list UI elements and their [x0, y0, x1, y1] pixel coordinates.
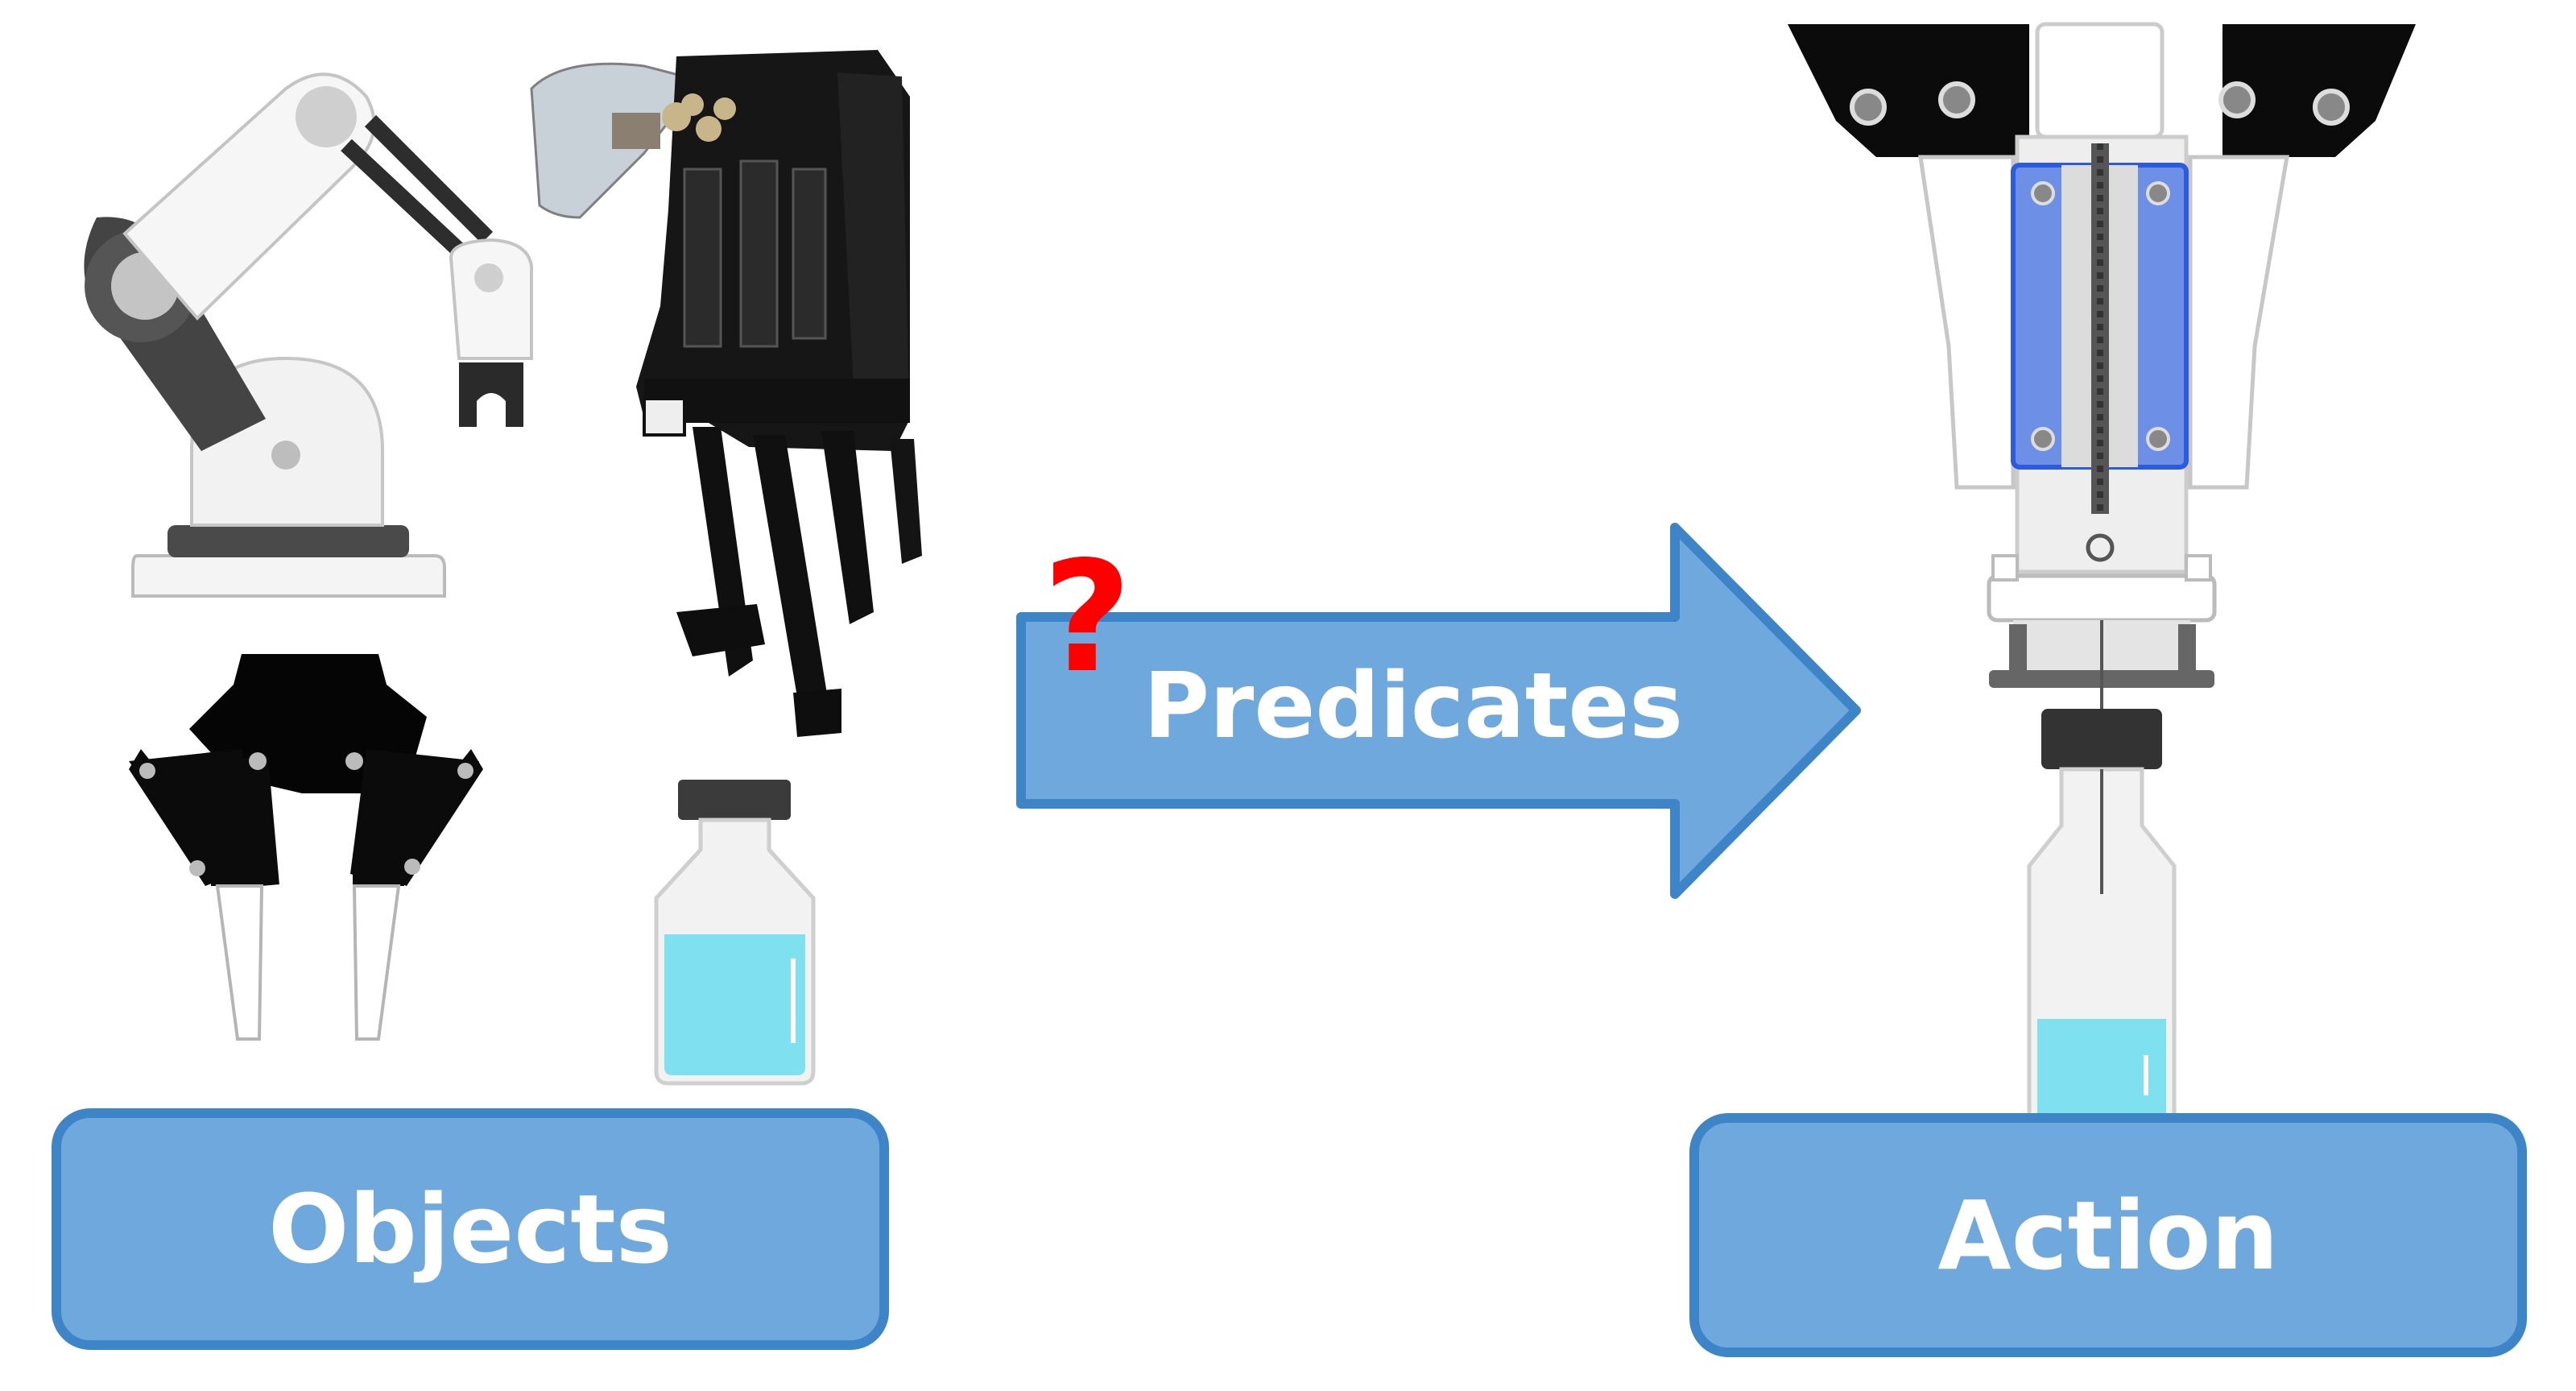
bottle-icon — [654, 780, 816, 1086]
vial-icon — [2027, 767, 2177, 1138]
gripper-icon — [129, 654, 483, 1041]
action-label: Action — [1937, 1179, 2279, 1291]
objects-label: Objects — [268, 1174, 672, 1285]
predicates-arrow — [1016, 523, 1861, 899]
question-mark: ? — [1043, 528, 1132, 706]
robot-arm-icon — [84, 72, 533, 598]
action-box: Action — [1689, 1113, 2527, 1357]
objects-box: Objects — [52, 1108, 889, 1350]
predicates-label: Predicates — [1143, 654, 1683, 759]
lab-instrument-photo — [530, 50, 922, 737]
gripper-with-syringe-icon — [1788, 22, 2416, 886]
